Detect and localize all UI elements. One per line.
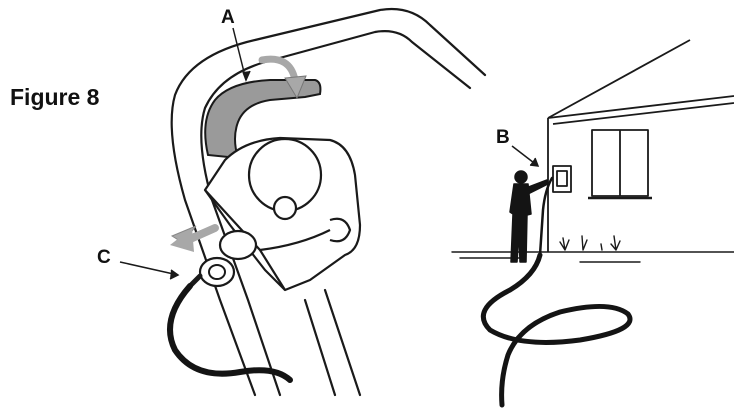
- extension-cord: [480, 176, 633, 408]
- switch-box: [203, 136, 362, 292]
- figure-title: Figure 8: [10, 84, 100, 110]
- bail-lever: [204, 79, 322, 160]
- house: [547, 39, 734, 252]
- extension-cord-plug: [167, 256, 293, 383]
- mower-handle: [170, 7, 487, 397]
- callout-c: C: [97, 247, 111, 268]
- leader-lines: [119, 27, 540, 280]
- pull-arrow-icon: [170, 224, 219, 252]
- callout-b: B: [496, 127, 510, 148]
- callout-a: A: [221, 7, 235, 28]
- rotate-arrow-icon: [258, 55, 307, 100]
- ground: [451, 235, 734, 263]
- person-silhouette: [509, 170, 549, 263]
